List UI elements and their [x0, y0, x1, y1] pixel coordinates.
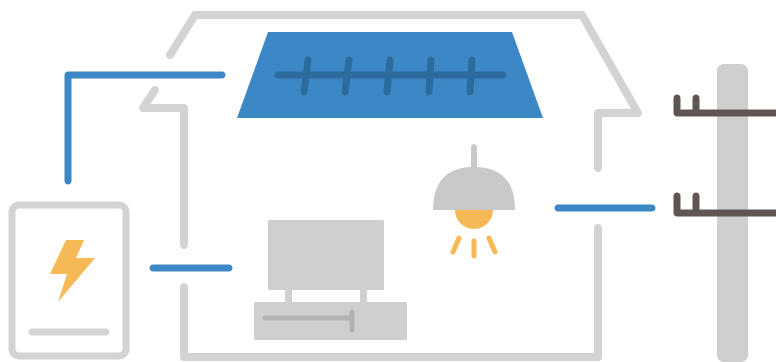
- light-bulb: [455, 210, 493, 229]
- solar-panel-icon: [237, 32, 543, 118]
- solar-panel-cell-line: [470, 60, 472, 92]
- desktop-computer-icon: [254, 220, 407, 340]
- solar-panel-cell-line: [387, 60, 390, 92]
- computer-base-unit: [254, 302, 407, 340]
- house-roof-right: [582, 15, 638, 168]
- house-roof-left: [143, 90, 184, 245]
- wire-solar-to-battery: [68, 75, 222, 181]
- computer-stand-left: [285, 288, 292, 302]
- computer-monitor: [268, 220, 384, 290]
- utility-pole-icon: [677, 64, 776, 362]
- ceiling-lamp-icon: [433, 147, 515, 256]
- light-ray: [489, 238, 495, 252]
- solar-panel-cell-line: [345, 60, 349, 92]
- light-rays: [453, 238, 495, 256]
- lightning-icon: [50, 240, 95, 302]
- solar-panel-cell-line: [304, 60, 308, 92]
- lamp-shade: [433, 167, 515, 210]
- solar-panel-cell-line: [429, 60, 431, 92]
- computer-stand-right: [360, 288, 367, 302]
- battery-lightning-icon: [12, 205, 126, 356]
- light-ray: [453, 238, 459, 252]
